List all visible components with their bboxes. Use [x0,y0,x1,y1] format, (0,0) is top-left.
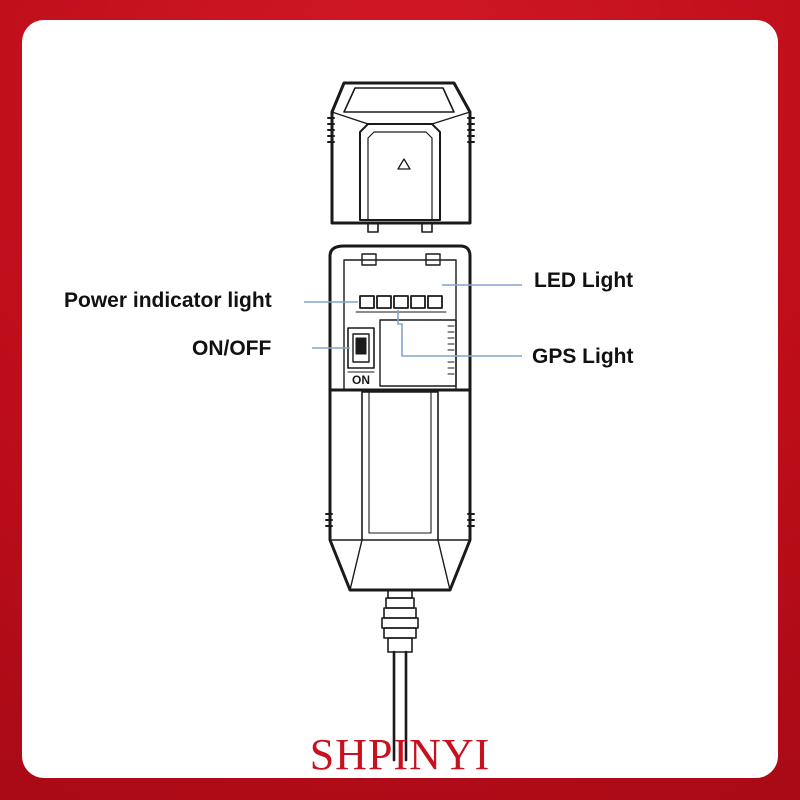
switch-on-marking: ON [352,373,370,387]
leader-line-gps [398,310,522,356]
power-switch [348,328,374,368]
indicator-lights [360,296,442,308]
label-power-indicator: Power indicator light [64,290,272,311]
brand-logo: SHPINYI [22,733,778,777]
label-led-light: LED Light [534,270,633,291]
device-body [330,246,470,390]
triangle-up-icon [398,159,410,169]
gps-tracker-diagram: ON [22,20,778,778]
device-lower-body [326,390,474,590]
label-gps-light: GPS Light [532,346,634,367]
device-lid [328,83,474,232]
product-card: ON LED Light Power indicator light ON/OF… [22,20,778,778]
label-on-off: ON/OFF [192,338,271,359]
